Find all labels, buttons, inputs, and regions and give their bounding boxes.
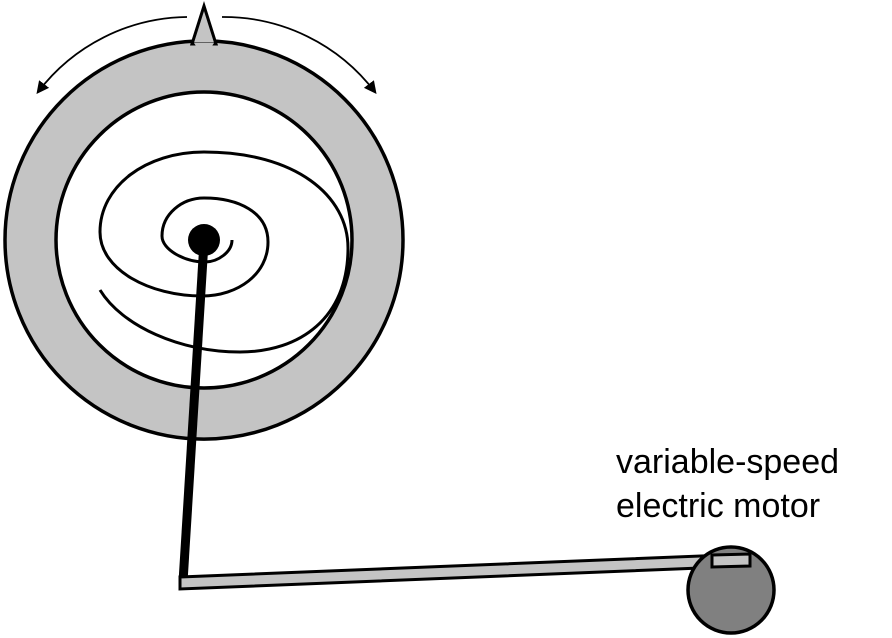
motor-body xyxy=(686,545,776,635)
pointer-icon xyxy=(189,1,219,46)
motor-crank xyxy=(710,552,752,569)
rotation-arrow-icon xyxy=(36,16,377,95)
wheel-ring xyxy=(3,39,405,441)
motor-label-line-1: variable-speed xyxy=(616,443,840,481)
vertical-rod xyxy=(178,241,209,583)
motor-label-line-2: electric motor xyxy=(616,487,821,525)
balance-wheel xyxy=(3,1,405,441)
hairspring-spiral xyxy=(98,150,350,354)
horizontal-rod xyxy=(178,552,752,591)
electric-motor xyxy=(686,545,776,635)
motor-label: variable-speed electric motor xyxy=(616,440,839,528)
wheel-hub xyxy=(188,224,220,256)
